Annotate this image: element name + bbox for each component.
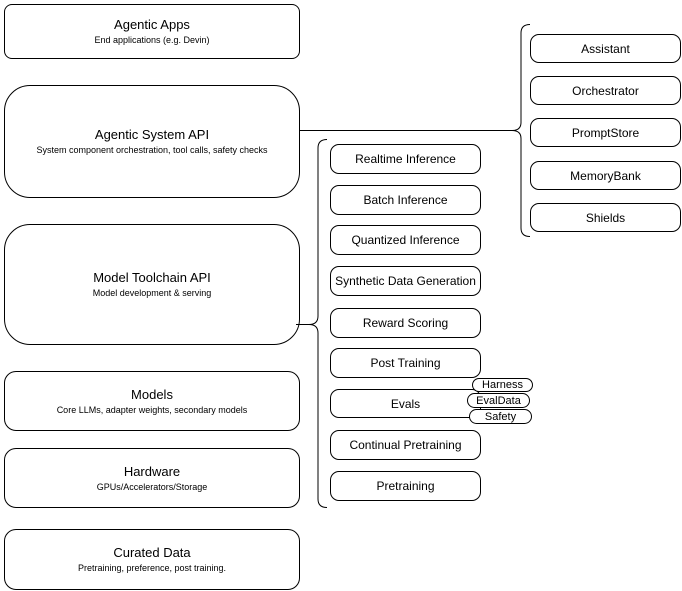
layer-box-agentic-system-api: Agentic System API System component orch…	[4, 85, 300, 198]
service-label: Continual Pretraining	[349, 438, 462, 452]
eval-tag-evaldata: EvalData	[467, 393, 530, 408]
service-box-realtime-inference: Realtime Inference	[330, 144, 481, 174]
service-box-evals: Evals	[330, 389, 481, 418]
eval-tag-harness: Harness	[472, 378, 533, 392]
component-label: MemoryBank	[570, 168, 641, 183]
system-components-bracket	[511, 24, 531, 237]
eval-tag-label: Harness	[482, 379, 523, 391]
service-box-synthetic-data-generation: Synthetic Data Generation	[330, 266, 481, 296]
layer-title: Agentic Apps	[114, 17, 190, 32]
layer-title: Models	[131, 386, 173, 402]
toolchain-services-bracket	[308, 139, 328, 508]
layer-box-hardware: Hardware GPUs/Accelerators/Storage	[4, 448, 300, 508]
layer-subtitle: System component orchestration, tool cal…	[36, 145, 268, 155]
component-box-memorybank: MemoryBank	[530, 161, 681, 190]
layer-subtitle: Pretraining, preference, post training.	[77, 563, 227, 573]
component-box-promptstore: PromptStore	[530, 118, 681, 147]
service-label: Quantized Inference	[351, 233, 460, 247]
service-box-continual-pretraining: Continual Pretraining	[330, 430, 481, 460]
eval-tag-safety: Safety	[469, 409, 532, 424]
layer-box-model-toolchain-api: Model Toolchain API Model development & …	[4, 224, 300, 345]
component-box-shields: Shields	[530, 203, 681, 232]
component-label: Assistant	[581, 41, 630, 56]
component-box-assistant: Assistant	[530, 34, 681, 63]
component-label: Shields	[585, 210, 626, 225]
eval-tag-label: Safety	[484, 410, 517, 423]
service-label: Pretraining	[376, 479, 435, 493]
service-label: Synthetic Data Generation	[335, 274, 476, 288]
service-label: Reward Scoring	[362, 316, 449, 330]
service-box-pretraining: Pretraining	[330, 471, 481, 501]
layer-subtitle: End applications (e.g. Devin)	[94, 35, 210, 45]
layer-box-agentic-apps: Agentic Apps End applications (e.g. Devi…	[4, 4, 300, 59]
layer-title: Agentic System API	[94, 127, 210, 142]
service-box-reward-scoring: Reward Scoring	[330, 308, 481, 338]
service-label: Post Training	[370, 356, 441, 370]
service-label: Realtime Inference	[355, 152, 456, 166]
layer-subtitle: Model development & serving	[92, 288, 212, 298]
eval-tag-label: EvalData	[476, 394, 521, 407]
service-label: Evals	[390, 396, 421, 411]
layer-subtitle: Core LLMs, adapter weights, secondary mo…	[56, 404, 248, 415]
layer-title: Curated Data	[113, 545, 191, 560]
layer-title: Hardware	[123, 463, 181, 479]
component-label: PromptStore	[571, 125, 640, 140]
layer-title: Model Toolchain API	[93, 270, 211, 285]
service-box-batch-inference: Batch Inference	[330, 185, 481, 215]
service-label: Batch Inference	[363, 193, 448, 207]
component-box-orchestrator: Orchestrator	[530, 76, 681, 105]
layer-box-models: Models Core LLMs, adapter weights, secon…	[4, 371, 300, 431]
component-label: Orchestrator	[572, 83, 639, 98]
service-box-quantized-inference: Quantized Inference	[330, 225, 481, 255]
layer-subtitle: GPUs/Accelerators/Storage	[96, 481, 208, 492]
service-box-post-training: Post Training	[330, 348, 481, 378]
layer-box-curated-data: Curated Data Pretraining, preference, po…	[4, 529, 300, 590]
